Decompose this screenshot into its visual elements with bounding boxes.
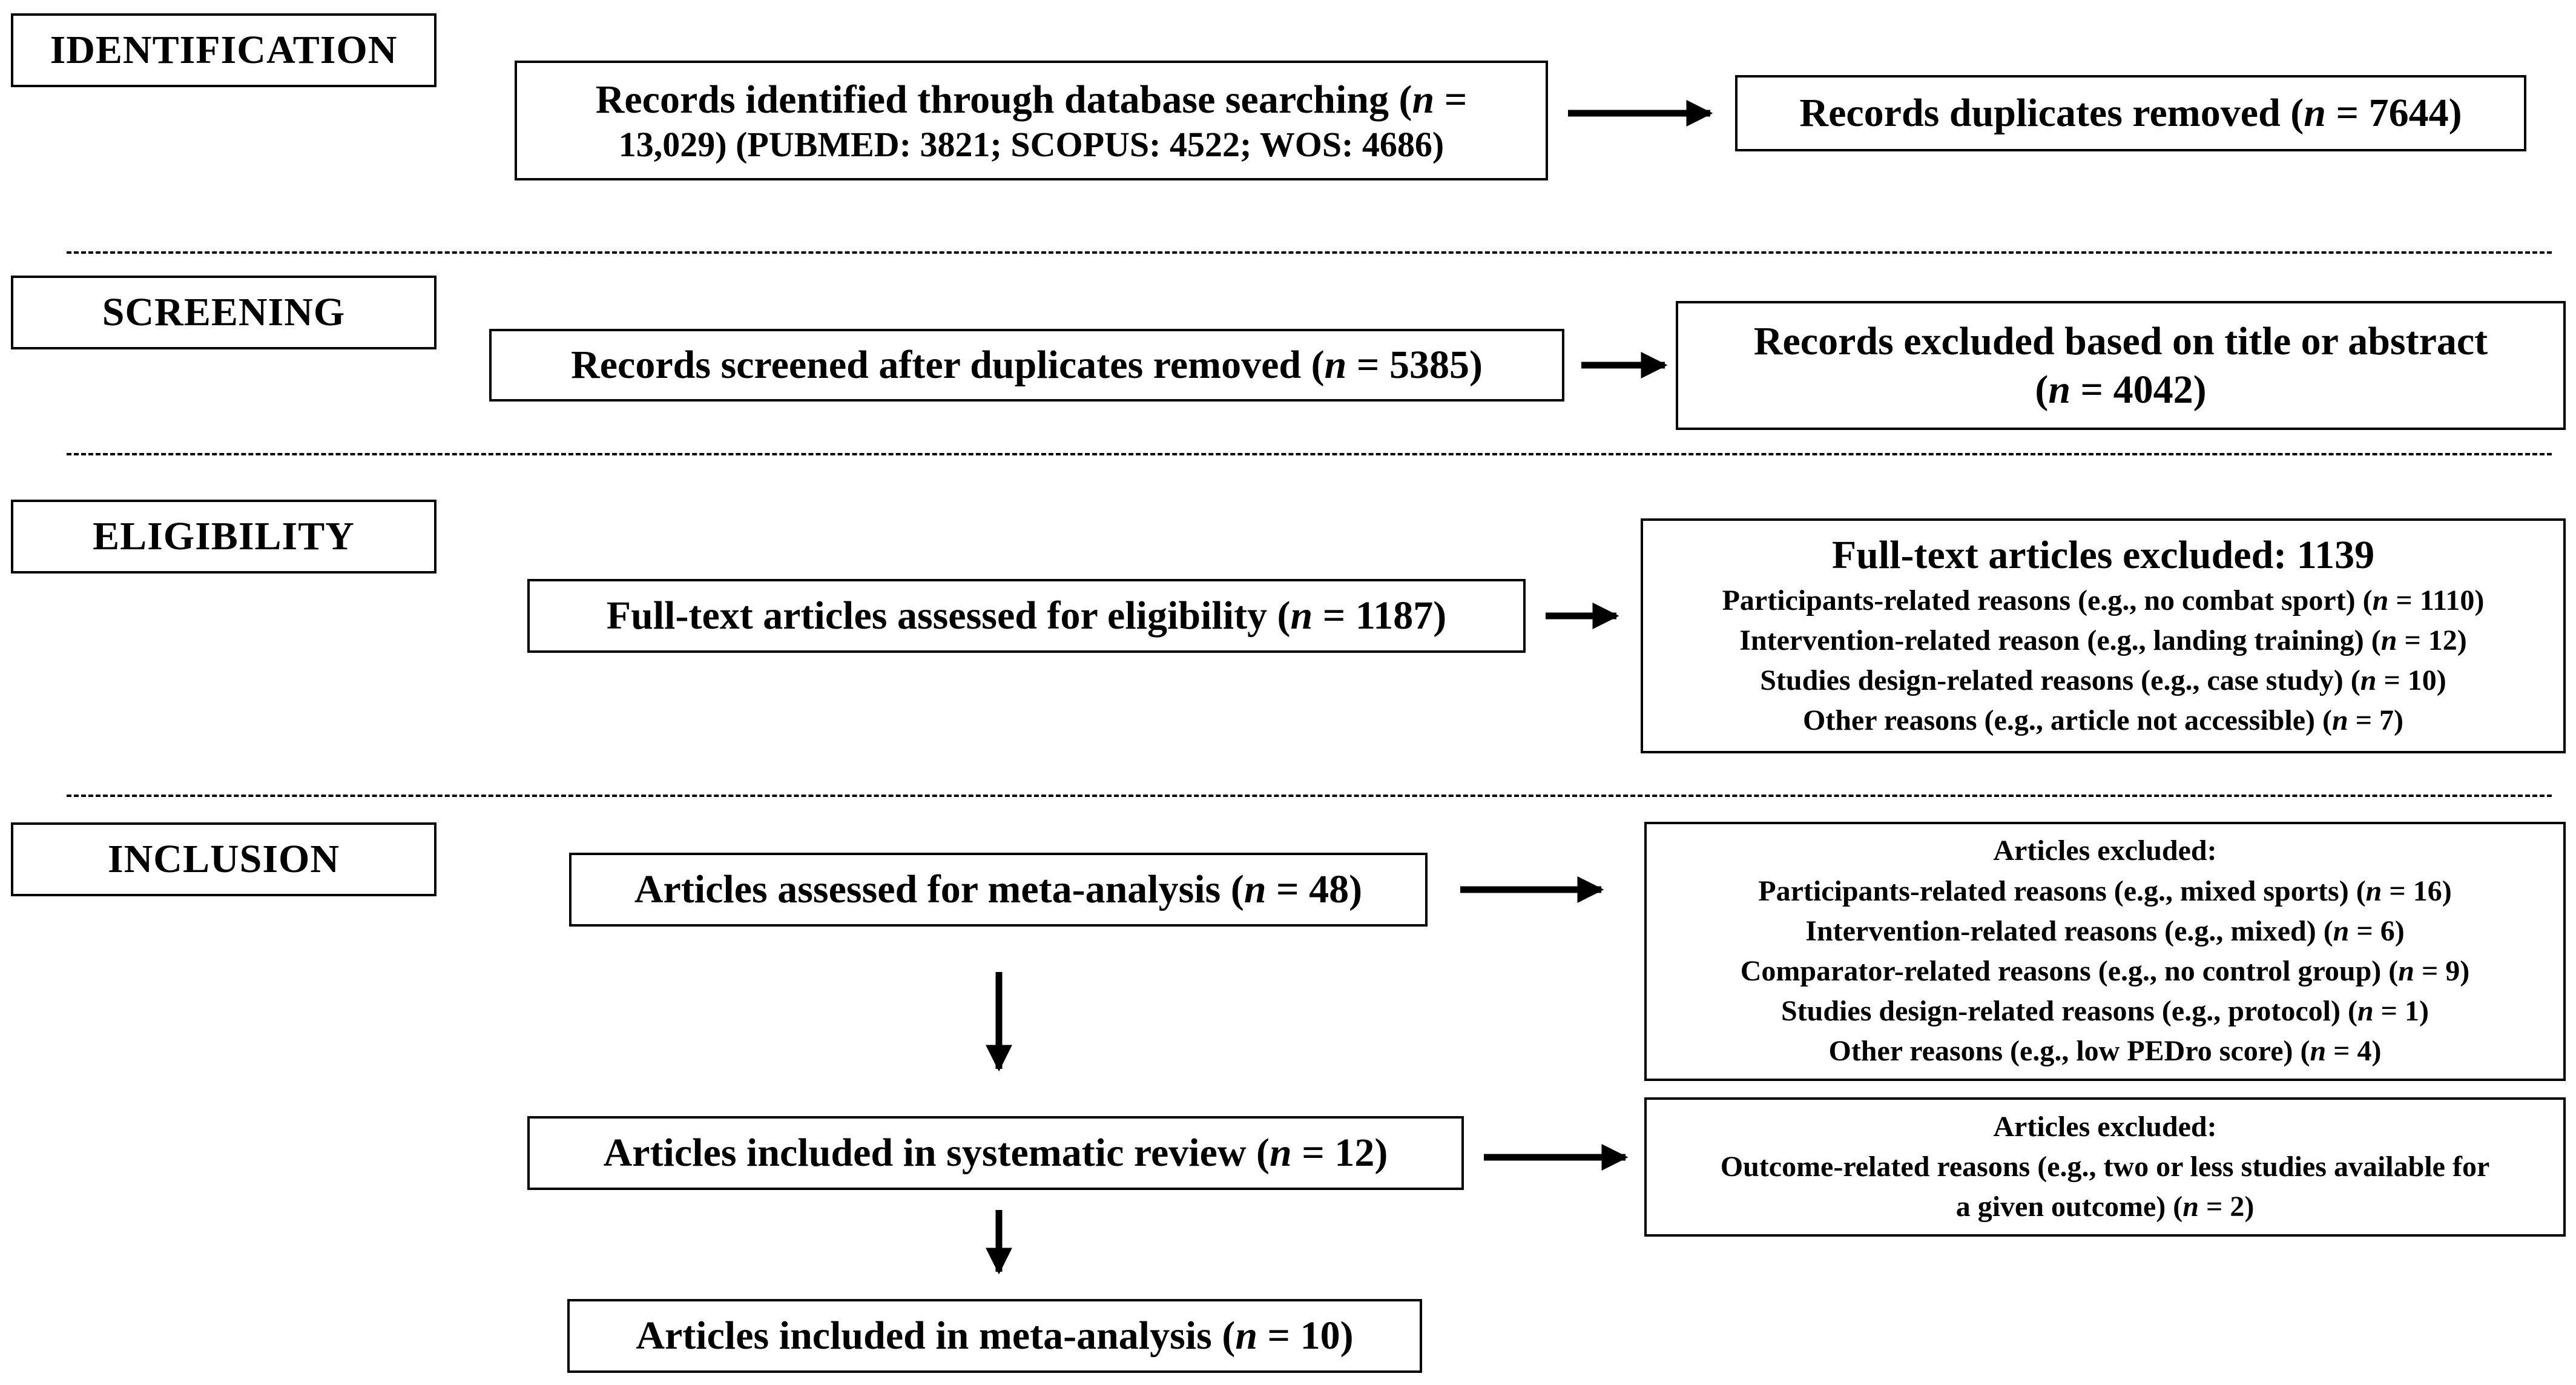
- fulltext-assessed-box: Full-text articles assessed for eligibil…: [527, 579, 1526, 653]
- n-symbol: n: [2365, 874, 2382, 907]
- duplicates-removed-text: Records duplicates removed (n = 7644): [1799, 91, 2462, 136]
- stage-divider: [67, 251, 2552, 254]
- systematic-review-box: Articles included in systematic review (…: [527, 1116, 1464, 1190]
- meta-excluded-reason: Participants-related reasons (e.g., mixe…: [1758, 874, 2452, 907]
- records-excluded-line2: (n = 4042): [2035, 367, 2207, 412]
- meta-assessed-text: Articles assessed for meta-analysis (n =…: [634, 867, 1363, 912]
- n-symbol: n: [2310, 1035, 2327, 1068]
- n-symbol: n: [2380, 624, 2397, 657]
- records-identified-line2: 13,029) (PUBMED: 3821; SCOPUS: 4522; WOS…: [618, 124, 1444, 164]
- records-excluded-line1: Records excluded based on title or abstr…: [1753, 319, 2488, 364]
- n-symbol: n: [2372, 584, 2389, 616]
- records-identified-box: Records identified through database sear…: [515, 61, 1548, 180]
- records-screened-text: Records screened after duplicates remove…: [571, 343, 1483, 388]
- records-screened-box: Records screened after duplicates remove…: [489, 329, 1564, 402]
- stage-identification-text: IDENTIFICATION: [50, 28, 398, 72]
- records-excluded-title-abstract-box: Records excluded based on title or abstr…: [1676, 301, 2566, 430]
- n-symbol: n: [2331, 704, 2348, 737]
- meta-included-text: Articles included in meta-analysis (n = …: [636, 1314, 1354, 1358]
- n-symbol: n: [2182, 1191, 2199, 1223]
- fulltext-excluded-reason: Studies design-related reasons (e.g., ca…: [1760, 664, 2446, 697]
- stage-divider: [67, 453, 2552, 455]
- stage-eligibility-text: ELIGIBILITY: [93, 514, 355, 558]
- sr-excluded-line1: Outcome-related reasons (e.g., two or le…: [1720, 1150, 2490, 1183]
- stage-screening-text: SCREENING: [102, 290, 346, 334]
- n-symbol: n: [2398, 955, 2414, 987]
- meta-included-box: Articles included in meta-analysis (n = …: [567, 1299, 1422, 1373]
- sr-excluded-line2: a given outcome) (n = 2): [1955, 1191, 2255, 1223]
- meta-excluded-reason: Comparator-related reasons (e.g., no con…: [1740, 955, 2470, 987]
- n-symbol: n: [1244, 867, 1267, 912]
- fulltext-excluded-reason: Other reasons (e.g., article not accessi…: [1802, 704, 2404, 737]
- stage-divider: [67, 795, 2552, 797]
- fulltext-excluded-reason: Participants-related reasons (e.g., no c…: [1722, 584, 2485, 616]
- stage-eligibility-label: ELIGIBILITY: [11, 500, 436, 574]
- stage-identification-label: IDENTIFICATION: [11, 13, 436, 87]
- n-symbol: n: [2304, 91, 2326, 136]
- sr-excluded-box: Articles excluded: Outcome-related reaso…: [1644, 1097, 2566, 1237]
- systematic-review-text: Articles included in systematic review (…: [603, 1131, 1388, 1175]
- sr-excluded-title: Articles excluded:: [1993, 1110, 2217, 1143]
- stage-inclusion-text: INCLUSION: [107, 837, 340, 881]
- n-symbol: n: [2048, 367, 2071, 412]
- fulltext-excluded-reason: Intervention-related reason (e.g., landi…: [1739, 624, 2467, 657]
- fulltext-excluded-box: Full-text articles excluded: 1139 Partic…: [1641, 518, 2566, 753]
- duplicates-removed-box: Records duplicates removed (n = 7644): [1735, 75, 2526, 151]
- meta-excluded-reason: Intervention-related reasons (e.g., mixe…: [1805, 914, 2405, 947]
- stage-screening-label: SCREENING: [11, 276, 436, 349]
- n-symbol: n: [1235, 1314, 1258, 1358]
- meta-excluded-title: Articles excluded:: [1993, 835, 2217, 867]
- stage-inclusion-label: INCLUSION: [11, 822, 436, 896]
- meta-excluded-reason: Other reasons (e.g., low PEDro score) (n…: [1828, 1035, 2382, 1068]
- n-symbol: n: [1290, 593, 1313, 638]
- n-symbol: n: [1324, 343, 1347, 388]
- n-symbol: n: [1412, 77, 1435, 122]
- meta-excluded-box: Articles excluded: Participants-related …: [1644, 822, 2566, 1081]
- fulltext-excluded-title: Full-text articles excluded: 1139: [1831, 533, 2375, 578]
- records-identified-line1: Records identified through database sear…: [595, 77, 1468, 122]
- n-symbol: n: [2333, 914, 2350, 947]
- n-symbol: n: [1270, 1131, 1292, 1175]
- n-symbol: n: [2360, 664, 2377, 697]
- n-symbol: n: [2357, 995, 2374, 1028]
- meta-excluded-reason: Studies design-related reasons (e.g., pr…: [1780, 995, 2429, 1028]
- meta-assessed-box: Articles assessed for meta-analysis (n =…: [569, 853, 1428, 927]
- fulltext-assessed-text: Full-text articles assessed for eligibil…: [606, 593, 1447, 638]
